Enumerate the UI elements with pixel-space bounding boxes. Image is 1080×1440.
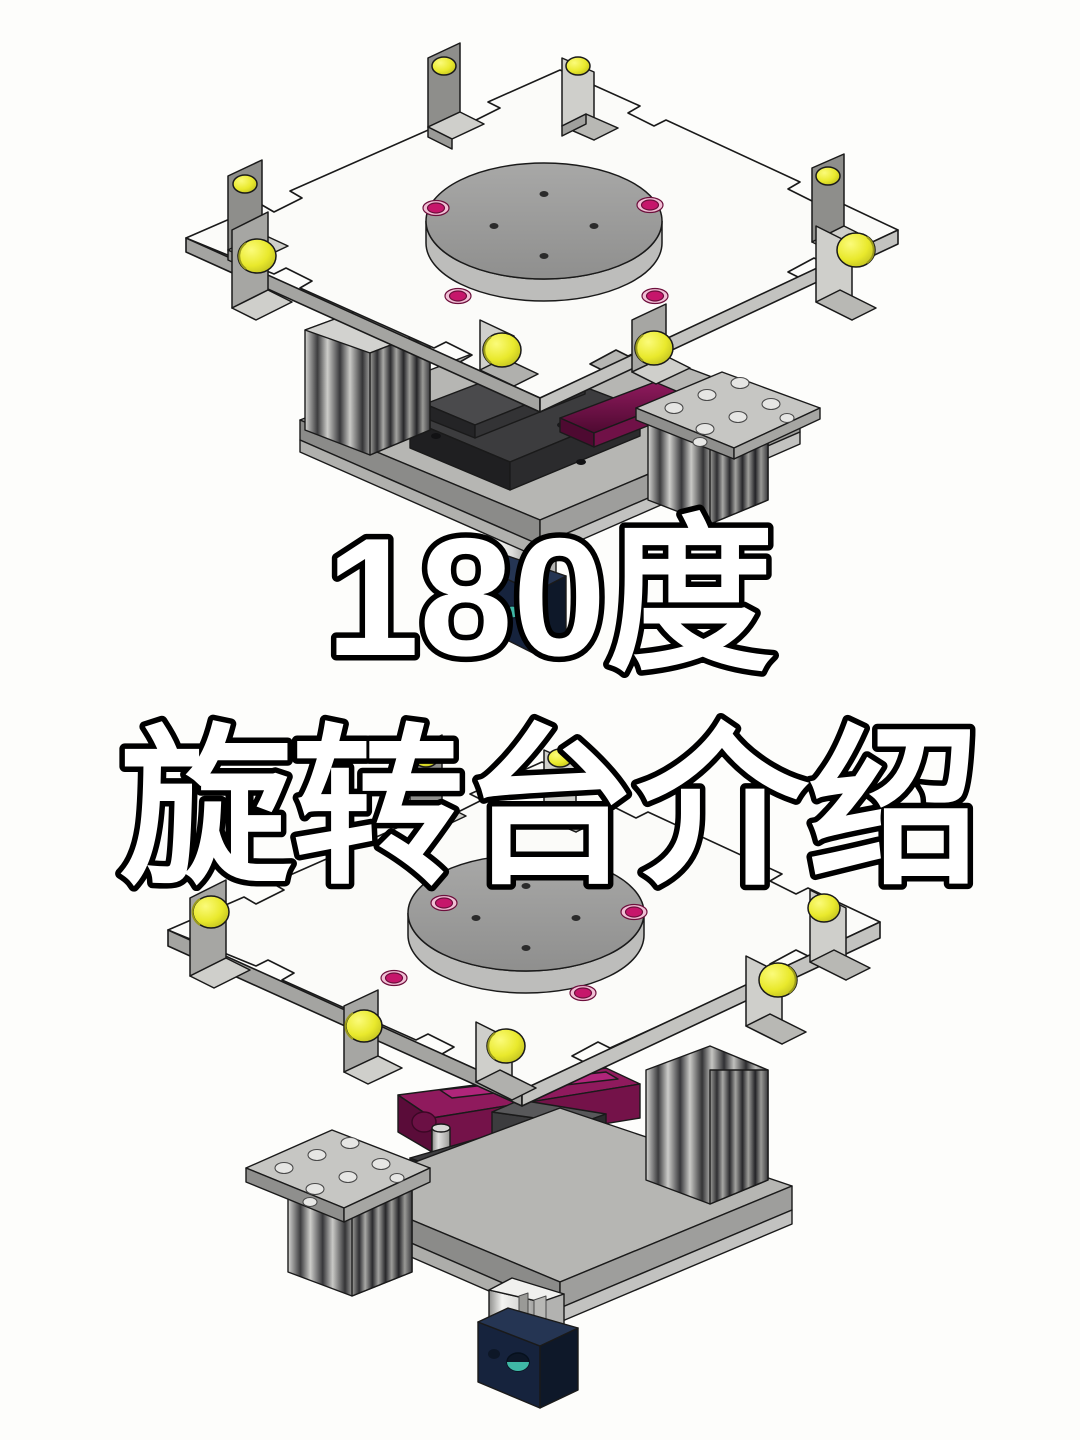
- bracket-left-far-lower: [189, 879, 251, 989]
- bracket-back-left: [427, 42, 485, 150]
- sensor-block: [482, 555, 567, 655]
- rotor-disc-lower: [407, 854, 645, 994]
- bracket-front-center-lower: [475, 1021, 537, 1101]
- bracket-front-left: [479, 319, 539, 387]
- perforated-mount-plate-right: [635, 371, 821, 460]
- sensor-block-lower: [477, 1307, 579, 1409]
- bracket-right-near: [815, 225, 877, 321]
- rotor-mounting-holes: [489, 191, 599, 259]
- bracket-right-far-lower: [807, 889, 871, 981]
- bracket-left-near: [231, 211, 293, 321]
- bracket-front-right: [631, 303, 691, 385]
- rotor-mounting-holes-lower: [471, 883, 581, 951]
- bracket-left-near-lower: [343, 989, 403, 1085]
- perforated-mount-plate-left: [245, 1129, 431, 1223]
- bracket-right-near-lower: [745, 955, 807, 1045]
- locating-pin-holes-lower: [380, 894, 648, 1002]
- rotor-disc: [425, 162, 663, 302]
- upper-assembly: [185, 42, 899, 655]
- upper-pedestal: [299, 305, 821, 655]
- corner-brackets-lower: [189, 734, 871, 1101]
- corner-brackets: [227, 42, 877, 387]
- finned-cylinder-right-lower: [645, 1045, 769, 1205]
- bracket-back-right-lower: [543, 748, 601, 833]
- bracket-back-right: [561, 56, 619, 141]
- bracket-back-left-lower: [409, 734, 467, 832]
- locating-pin-holes: [422, 196, 669, 305]
- lower-assembly: [167, 734, 881, 1409]
